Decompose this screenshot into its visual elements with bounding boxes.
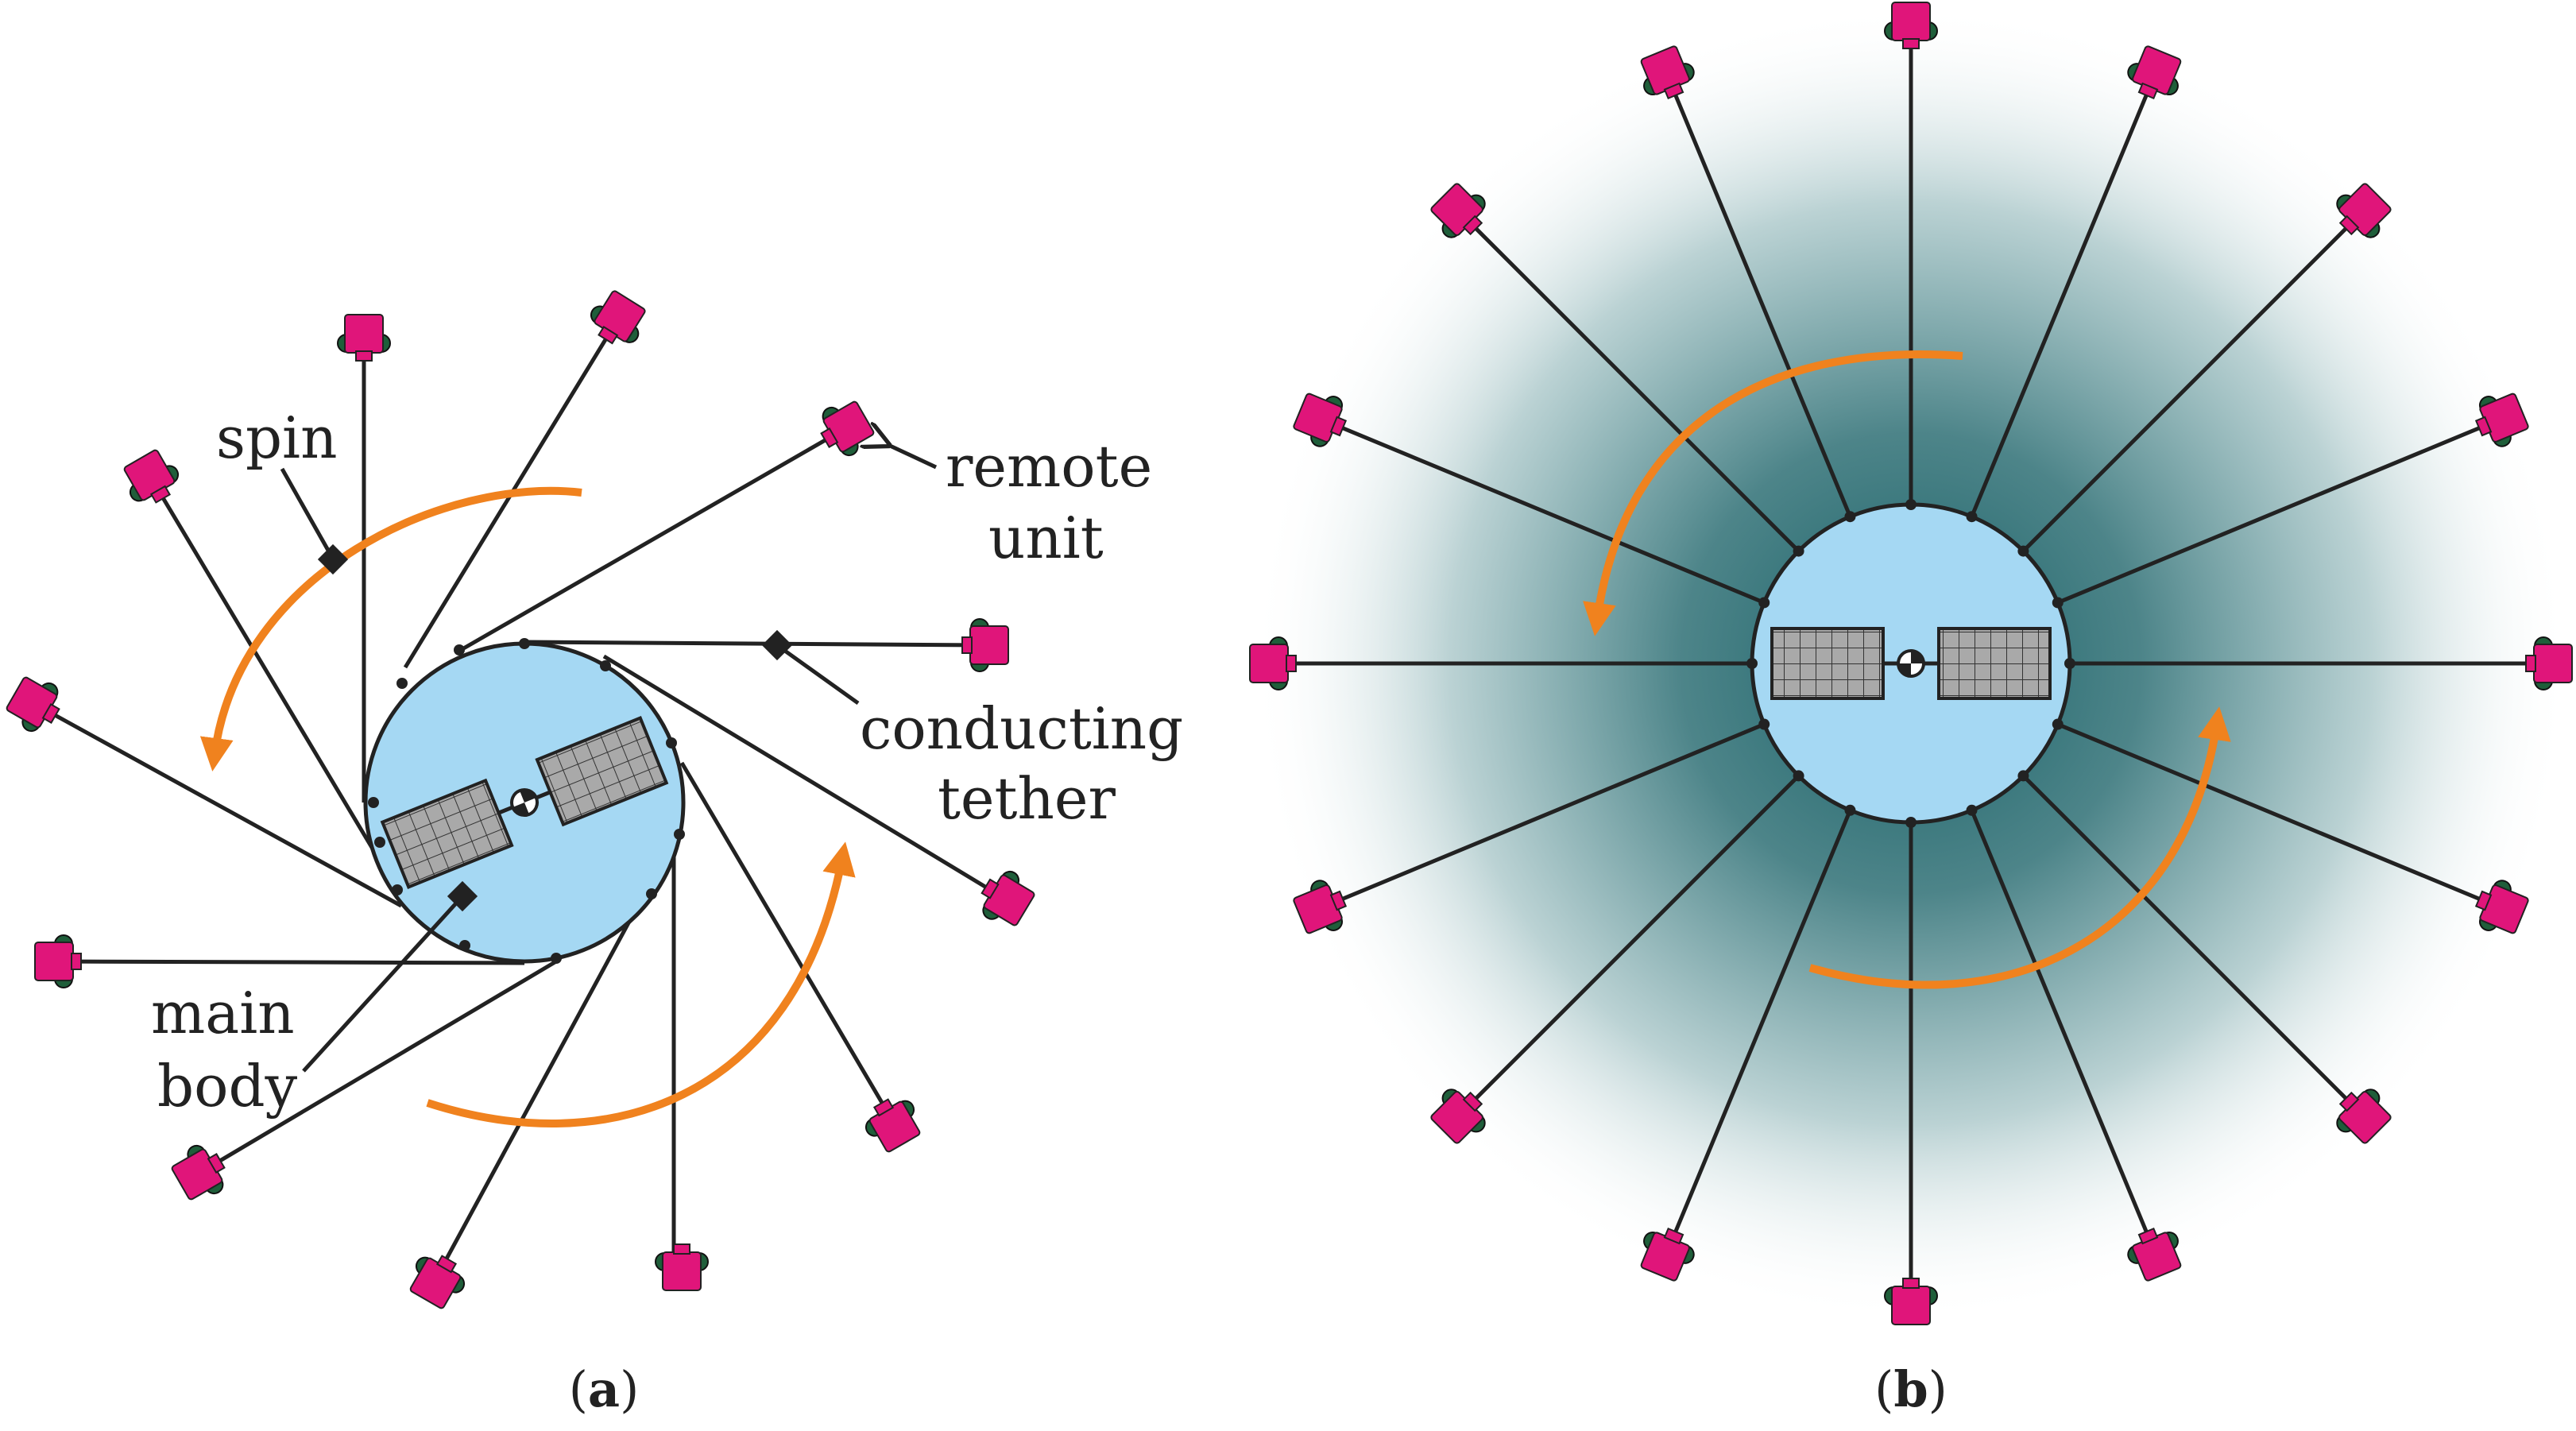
- tethers-a: [30, 315, 1009, 1281]
- attach-point-b: [2064, 658, 2075, 669]
- tether-b: [1665, 75, 1852, 518]
- attach-point-b: [2017, 545, 2029, 557]
- attach-points-b: [1746, 499, 2075, 828]
- spin-arrow-b-lower: [1808, 706, 2231, 989]
- tether-b: [1665, 809, 1852, 1252]
- main-body-label-line2: body: [157, 1053, 298, 1120]
- spin-arrow-b-upper: [1583, 350, 1963, 636]
- tethers-b: [1275, 28, 2547, 1299]
- tether-b: [2056, 722, 2500, 909]
- attach-point-b: [1746, 658, 1758, 669]
- attach-point-b: [1905, 499, 1917, 510]
- caption-a: (a): [569, 1360, 640, 1418]
- attach-points-a: [368, 638, 685, 964]
- attach-point-b: [1793, 770, 1804, 782]
- conducting-tether-label-line2: tether: [938, 765, 1116, 832]
- caption-b: (b): [1874, 1360, 1947, 1418]
- attach-point-b: [1966, 804, 1978, 816]
- tether-b: [1322, 722, 1766, 909]
- spin-label: spin: [216, 404, 337, 471]
- attach-point-b: [1844, 511, 1856, 523]
- attach-point-b: [1793, 545, 1804, 557]
- spin-arrow-a-upper: [199, 486, 582, 772]
- attach-point-b: [2052, 718, 2064, 730]
- tether-b: [1970, 75, 2156, 518]
- tether-b: [1322, 418, 1766, 605]
- leader-lines-a: [280, 445, 938, 1073]
- tether-b: [1460, 774, 1800, 1115]
- attach-point-b: [1966, 511, 1978, 523]
- main-body-label-line1: main: [151, 980, 295, 1046]
- attach-point-b: [1758, 597, 1770, 609]
- conducting-tether-label-line1: conducting: [860, 695, 1183, 762]
- attach-point-b: [1905, 817, 1917, 828]
- attach-point-b: [1758, 718, 1770, 730]
- spin-arrow-a-lower: [426, 841, 856, 1127]
- tether-b: [2056, 418, 2500, 605]
- attach-point-b: [2017, 770, 2029, 782]
- tether-b: [2021, 212, 2362, 553]
- panel-b: (b): [1249, 2, 2573, 1418]
- panel-a: spin remote unit conducting tether main …: [1, 285, 1183, 1418]
- remote-unit-label-line1: remote: [946, 433, 1152, 500]
- tether-b: [1970, 809, 2156, 1252]
- tether-b: [1460, 212, 1800, 553]
- attach-point-b: [1844, 804, 1856, 816]
- tether-b: [2021, 774, 2362, 1115]
- remote-unit-label-line2: unit: [988, 505, 1104, 571]
- attach-point-b: [2052, 597, 2064, 609]
